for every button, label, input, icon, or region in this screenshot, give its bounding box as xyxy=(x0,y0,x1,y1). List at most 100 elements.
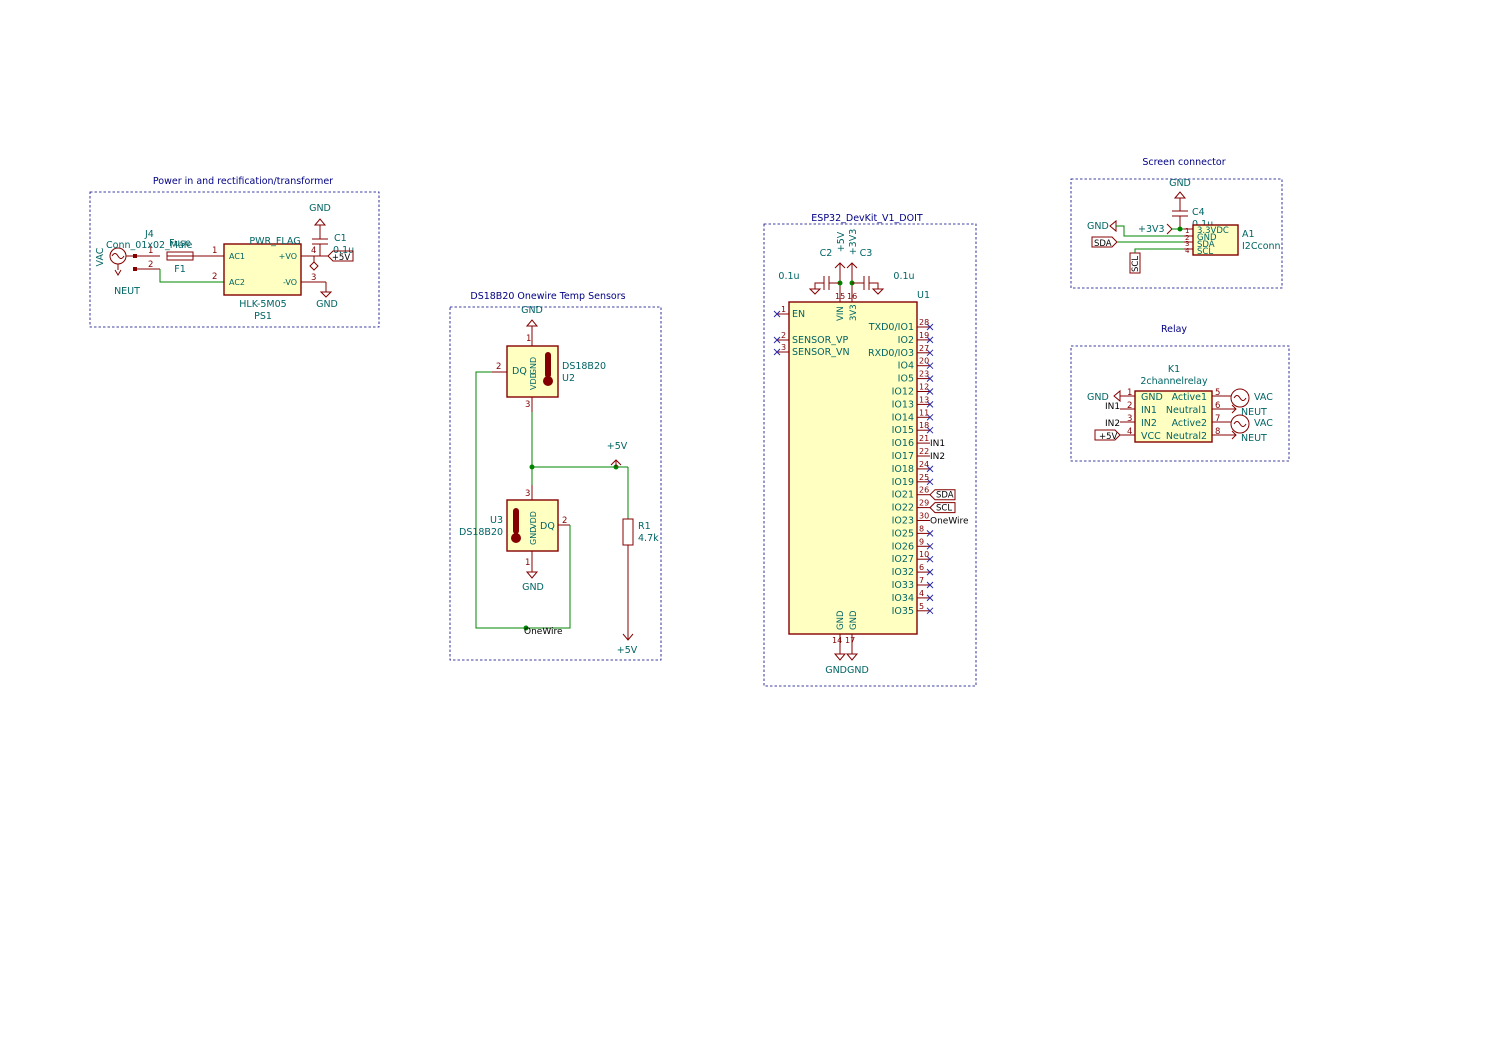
u1-pin-num: 7 xyxy=(919,576,924,585)
c2-value: 0.1u xyxy=(778,271,799,282)
k1-pin-num: 5 xyxy=(1215,388,1220,398)
u1-pin-num: 10 xyxy=(919,550,929,559)
u2-pin1-num: 1 xyxy=(526,334,531,344)
gnd-pin14-num: 14 xyxy=(832,636,842,645)
k1-net-label: GND xyxy=(1087,392,1109,403)
gnd-icon xyxy=(1173,191,1187,199)
power-block[interactable]: Power in and rectification/transformer V… xyxy=(89,176,380,328)
u2-value: DS18B20 xyxy=(562,361,606,372)
k1-value: 2channelrelay xyxy=(1140,376,1208,387)
u1-pin-name: IO34 xyxy=(892,593,914,604)
u1-pin-num: 5 xyxy=(919,602,924,611)
gnd-icon xyxy=(871,288,885,295)
u1-pin-num: 8 xyxy=(919,524,924,533)
sensors-plus5v-top: +5V xyxy=(607,441,628,452)
c3-value: 0.1u xyxy=(893,271,914,282)
vac-source-icon xyxy=(109,247,127,276)
gnd-icon xyxy=(525,571,539,579)
k1-pin-num: 6 xyxy=(1215,401,1220,411)
k1-net-label: IN2 xyxy=(1105,419,1120,429)
gnd-icon xyxy=(833,653,847,661)
u1-right-pins: 28TXD0/IO119IO227RXD0/IO320IO423IO512IO1… xyxy=(868,318,969,617)
screen-block[interactable]: Screen connector GND C4 0.1u GND +3V3 SD… xyxy=(1070,157,1283,289)
u3-pin3-num: 3 xyxy=(525,489,530,499)
plus5v-flag-icon xyxy=(327,250,354,262)
no-connect-icon xyxy=(926,336,934,344)
onewire-label: OneWire xyxy=(524,627,563,637)
ps1-module[interactable] xyxy=(223,243,302,296)
a1-pin3-num: 3 xyxy=(1185,240,1189,248)
relay-block-title: Relay xyxy=(1161,324,1187,335)
u3-pin-gnd: GND xyxy=(529,527,538,545)
sensors-gnd-bottom: GND xyxy=(522,582,544,593)
f1-ref: F1 xyxy=(174,264,186,275)
k1-pin-name: Neutral1 xyxy=(1166,405,1207,416)
no-connect-icon xyxy=(926,530,934,537)
j4-value: Conn_01x02_Male xyxy=(106,240,192,251)
u1-pin-name: IO13 xyxy=(892,399,914,410)
k1-pin-name: GND xyxy=(1141,392,1163,403)
k1-net-label: +5V xyxy=(1099,432,1118,442)
vac-source-icon xyxy=(1228,388,1250,408)
sensors-block-title: DS18B20 Onewire Temp Sensors xyxy=(470,291,625,302)
sensors-block[interactable]: DS18B20 Onewire Temp Sensors GND 1 DQ VD… xyxy=(449,291,662,661)
vac-label: VAC xyxy=(95,247,106,266)
ps1-pin-ac1: AC1 xyxy=(229,252,245,261)
k1-relay[interactable] xyxy=(1134,390,1213,443)
no-connect-icon xyxy=(926,594,934,602)
no-connect-icon xyxy=(926,607,934,615)
u1-pin-num: 27 xyxy=(919,344,929,353)
c3-ref: C3 xyxy=(860,248,873,259)
j4-pin1-num: 1 xyxy=(148,246,153,256)
screen-scl: SCL xyxy=(1131,256,1141,272)
u1-pin-name: IO21 xyxy=(892,490,914,501)
u3-pin-vdd: VDD xyxy=(529,511,538,529)
u1-pin-num: 2 xyxy=(781,331,786,340)
sensors-block-frame xyxy=(449,306,662,661)
u1-pin-num: 4 xyxy=(919,589,924,598)
arrow-icon xyxy=(1228,404,1237,414)
u3-value: DS18B20 xyxy=(459,527,503,538)
resistor-r1-icon xyxy=(622,518,634,546)
u1-pin-3v3: 3V3 xyxy=(849,304,859,321)
power-block-frame xyxy=(89,191,380,328)
u1-pin-name: SENSOR_VP xyxy=(792,335,848,346)
no-connect-icon xyxy=(926,375,934,382)
screen-block-frame xyxy=(1070,178,1283,289)
u1-pin-name: EN xyxy=(792,309,805,320)
j4-pin2 xyxy=(133,267,137,271)
ps1-pin-vo-neg: -VO xyxy=(283,278,297,287)
sensors-plus5v-bottom: +5V xyxy=(617,645,638,656)
mcu-block[interactable]: ESP32_DevKit_V1_DOIT +5V +3V3 C2 0.1u C3… xyxy=(763,213,977,687)
u2-pin-dq: DQ xyxy=(512,366,527,377)
a1-connector[interactable] xyxy=(1192,224,1239,256)
screen-sda: SDA xyxy=(1094,239,1112,249)
k1-pin-num: 1 xyxy=(1127,388,1132,398)
k1-net-label: NEUT xyxy=(1241,407,1267,418)
u1-pin-name: IO23 xyxy=(892,516,914,527)
no-connect-icon xyxy=(926,323,934,331)
u1-pin-num: 1 xyxy=(781,305,786,314)
power-arrow-icon xyxy=(622,633,634,641)
no-connect-icon xyxy=(926,465,934,473)
u1-pin-num: 26 xyxy=(919,486,929,495)
screen-gnd-top: GND xyxy=(1169,178,1191,189)
no-connect-icon xyxy=(926,426,934,434)
u1-esp32[interactable] xyxy=(788,301,918,635)
gndgnd-label: GNDGND xyxy=(825,665,869,676)
u2-pin3-num: 3 xyxy=(525,400,530,410)
a1-pin-3v3: 3.3VDC xyxy=(1197,226,1229,236)
relay-block-frame xyxy=(1070,345,1290,462)
ps1-pin3-num: 3 xyxy=(311,273,316,283)
ps1-pin2-num: 2 xyxy=(212,272,217,282)
a1-pin-gnd: GND xyxy=(1197,233,1217,243)
gnd-icon xyxy=(525,319,539,327)
mcu-block-frame xyxy=(763,223,977,687)
no-connect-icon xyxy=(773,310,781,318)
k1-pin-num: 7 xyxy=(1215,414,1220,424)
no-connect-icon xyxy=(926,362,934,370)
u1-pin-num: 23 xyxy=(919,370,929,379)
no-connect-icon xyxy=(773,348,781,356)
no-connect-icon xyxy=(926,401,934,408)
